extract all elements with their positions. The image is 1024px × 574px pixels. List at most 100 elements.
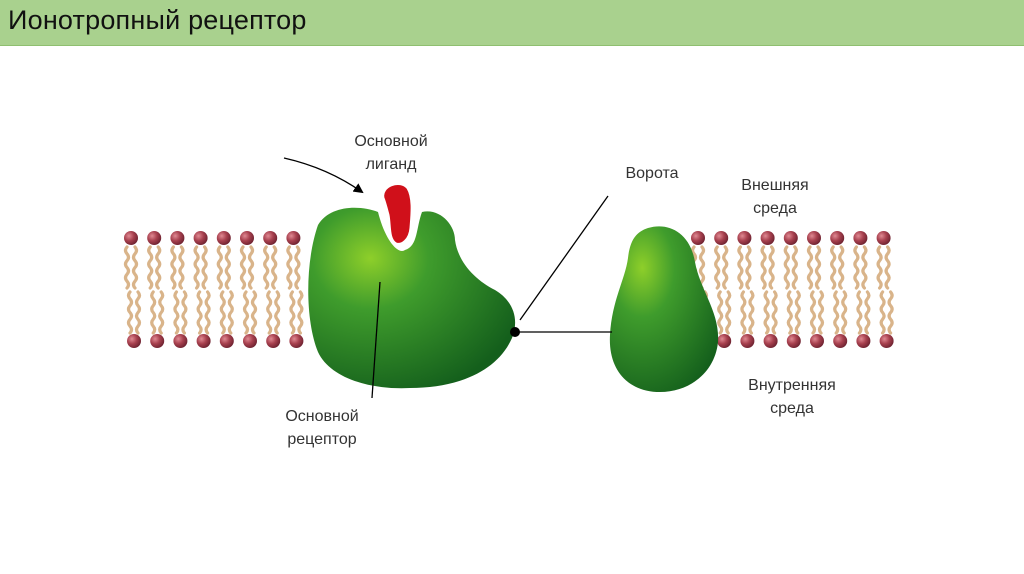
lipid-tail [760,245,767,290]
lipid-tail [876,245,883,290]
lipid-tail [219,290,226,335]
inner-label-line2: среда [770,400,814,417]
lipid-head [833,334,848,348]
lipid-tail [178,245,185,290]
lipid-tail [201,245,208,290]
lipid-tail [239,245,247,290]
gate-subunit-shape [609,226,719,392]
lipid-tail [297,290,304,335]
inner-label-line1: Внутренняя [748,377,836,394]
lipid-head [150,334,165,348]
lipid-head [124,231,138,245]
lipid-tail [817,290,825,335]
lipid-head [216,231,231,245]
slide-title: Ионотропный рецептор [8,5,307,35]
lipid-head [740,334,755,348]
lipid-tail [134,290,142,335]
ligand-arrow [283,157,364,194]
lipid-tail [286,245,293,290]
lipid-tail [794,290,801,335]
lipid-tail [884,245,891,290]
lipid-tail [745,245,752,290]
lipid-tail [158,290,165,335]
lipid-tail [841,290,848,335]
receptor-pointer-line [371,281,381,399]
lipid-head [717,334,732,348]
lipid-head [263,231,278,245]
lipid-tail [150,290,157,335]
lipid-head [196,334,211,348]
lipid-head [127,334,141,348]
lipid-tail [698,245,706,290]
lipid-tail [155,245,162,290]
lipid-tail [864,290,871,335]
lipid-head [737,231,752,245]
lipid-head [853,231,868,245]
lipid-tail [722,245,729,290]
lipid-tail [853,245,860,290]
lipid-tail [856,290,863,335]
receptor-label-line2: рецептор [287,431,357,448]
ligand-label-line1: Основной [354,133,428,150]
lipid-head [763,334,778,348]
lipid-tail [809,290,817,335]
lipid-head [240,231,254,245]
lipid-tail [289,290,296,335]
lipid-tail [768,245,775,290]
lipid-tail [181,290,188,335]
lipid-tail [227,290,234,335]
lipid-head [266,334,281,348]
lipid-tail [748,290,755,335]
lipid-tail [224,245,231,290]
lipid-tail [783,245,790,290]
lipid-tail [714,245,721,290]
lipid-head [219,334,234,348]
lipid-tail [131,245,139,290]
lipid-tail [887,290,894,335]
lipid-head [876,231,891,245]
lipid-tail [196,290,203,335]
lipid-tail [771,290,778,335]
outer-label-line1: Внешняя [741,177,809,194]
ligand-label-line2: лиганд [365,156,417,173]
lipid-head [173,334,188,348]
lipid-tail [861,245,868,290]
lipid-head [691,231,705,245]
lipid-tail [266,290,273,335]
lipid-tail [216,245,223,290]
receptor-label: Основной рецептор [262,405,382,451]
lipid-tail [147,245,154,290]
lipid-tail [879,290,886,335]
lipid-tail [274,290,281,335]
lipid-tail [250,290,258,335]
lipid-tail [786,290,793,335]
lipid-tail [806,245,814,290]
lipid-tail [204,290,211,335]
lipid-head [147,231,162,245]
lipid-tail [193,245,200,290]
lipid-head [289,334,304,348]
lipid-head [170,231,185,245]
gate-label: Ворота [612,162,692,185]
lipid-head [714,231,729,245]
lipid-head [786,334,801,348]
lipid-tail [126,290,134,335]
lipid-tail [833,290,840,335]
lipid-tail [170,245,177,290]
lipid-tail [242,290,250,335]
lipid-tail [271,245,278,290]
ligand-shape [381,182,414,246]
lipid-head [243,334,257,348]
lipid-tail [814,245,822,290]
lipid-tail [740,290,747,335]
lipid-tail [763,290,770,335]
gate-label-text: Ворота [625,165,679,182]
gate-pointer-line [519,195,609,321]
lipid-head [286,231,301,245]
receptor-label-line1: Основной [285,408,359,425]
lipid-head [879,334,894,348]
lipid-head [830,231,845,245]
lipid-head [760,231,775,245]
lipid-tail [737,245,744,290]
